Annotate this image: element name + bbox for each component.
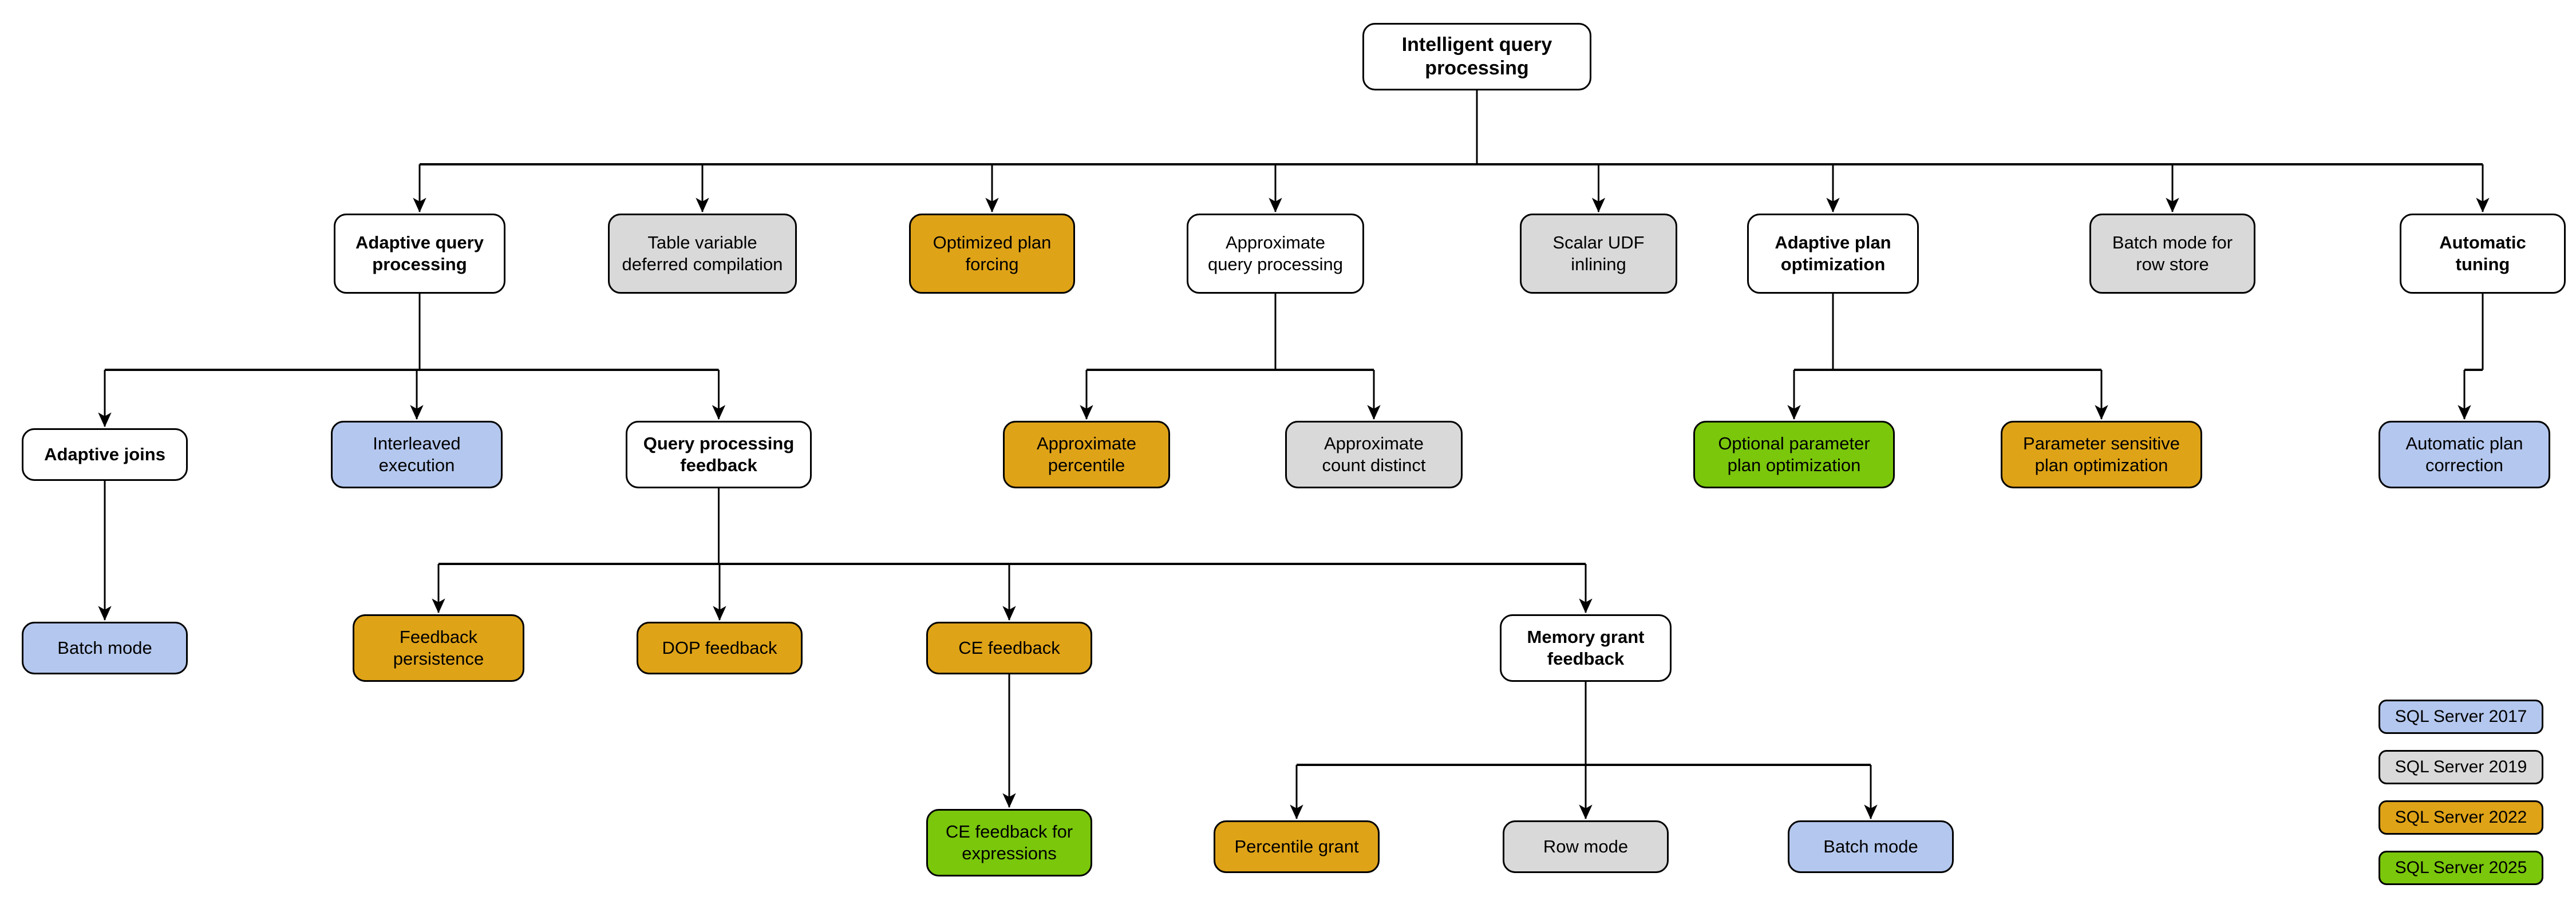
- node-query-processing-feedback: Query processing feedback: [626, 421, 812, 488]
- node-label: Adaptive query processing: [355, 232, 484, 274]
- node-label: Scalar UDF inlining: [1552, 232, 1645, 274]
- node-label: Adaptive plan optimization: [1775, 232, 1891, 274]
- node-adaptive-joins: Adaptive joins: [22, 428, 188, 481]
- node-approximate-percentile: Approximate percentile: [1003, 421, 1170, 488]
- legend-label: SQL Server 2017: [2395, 707, 2527, 726]
- legend-sql-server-2017: SQL Server 2017: [2379, 700, 2543, 734]
- node-table-variable-deferred-compilation: Table variable deferred compilation: [608, 214, 797, 294]
- node-root: Intelligent query processing: [1362, 23, 1591, 90]
- node-row-mode: Row mode: [1503, 820, 1669, 873]
- node-label: Feedback persistence: [393, 627, 484, 669]
- node-approximate-count-distinct: Approximate count distinct: [1285, 421, 1463, 488]
- node-label: Intelligent query processing: [1401, 33, 1552, 79]
- node-adaptive-query-processing: Adaptive query processing: [334, 214, 505, 294]
- node-label: Parameter sensitive plan optimization: [2023, 433, 2180, 475]
- node-batch-mode-adaptive-joins: Batch mode: [22, 622, 188, 674]
- node-label: Approximate query processing: [1207, 232, 1344, 274]
- legend-sql-server-2022: SQL Server 2022: [2379, 800, 2543, 835]
- node-label: Automatic tuning: [2439, 232, 2526, 274]
- legend-sql-server-2019: SQL Server 2019: [2379, 750, 2543, 784]
- node-optimized-plan-forcing: Optimized plan forcing: [909, 214, 1075, 294]
- node-automatic-tuning: Automatic tuning: [2400, 214, 2566, 294]
- node-batch-mode-for-row-store: Batch mode for row store: [2089, 214, 2255, 294]
- node-label: Optimized plan forcing: [933, 232, 1052, 274]
- legend-label: SQL Server 2019: [2395, 757, 2527, 776]
- legend-label: SQL Server 2022: [2395, 808, 2527, 827]
- node-memory-grant-feedback: Memory grant feedback: [1500, 614, 1672, 682]
- node-optional-parameter-plan-optimization: Optional parameter plan optimization: [1693, 421, 1895, 488]
- node-label: Query processing feedback: [643, 433, 795, 475]
- node-percentile-grant: Percentile grant: [1214, 820, 1380, 873]
- node-ce-feedback-for-expressions: CE feedback for expressions: [926, 809, 1092, 876]
- node-scalar-udf-inlining: Scalar UDF inlining: [1520, 214, 1677, 294]
- node-label: Adaptive joins: [44, 444, 165, 465]
- node-parameter-sensitive-plan-optimization: Parameter sensitive plan optimization: [2001, 421, 2202, 488]
- node-automatic-plan-correction: Automatic plan correction: [2379, 421, 2550, 488]
- node-label: Batch mode for row store: [2112, 232, 2233, 274]
- node-label: Automatic plan correction: [2405, 433, 2523, 475]
- legend-sql-server-2025: SQL Server 2025: [2379, 851, 2543, 885]
- node-label: Percentile grant: [1234, 836, 1359, 857]
- node-dop-feedback: DOP feedback: [637, 622, 803, 674]
- node-label: DOP feedback: [662, 638, 777, 658]
- node-label: Interleaved execution: [373, 433, 461, 475]
- node-approximate-query-processing: Approximate query processing: [1187, 214, 1364, 294]
- node-feedback-persistence: Feedback persistence: [353, 614, 524, 682]
- node-label: Optional parameter plan optimization: [1718, 433, 1870, 475]
- node-label: Batch mode: [57, 638, 152, 658]
- legend-label: SQL Server 2025: [2395, 858, 2527, 877]
- node-label: CE feedback: [958, 638, 1060, 658]
- node-label: CE feedback for expressions: [945, 822, 1073, 863]
- node-batch-mode-memory-grant: Batch mode: [1788, 820, 1954, 873]
- node-label: Approximate percentile: [1036, 433, 1137, 475]
- node-label: Batch mode: [1823, 836, 1918, 857]
- node-label: Memory grant feedback: [1527, 627, 1645, 669]
- node-adaptive-plan-optimization: Adaptive plan optimization: [1747, 214, 1919, 294]
- node-interleaved-execution: Interleaved execution: [331, 421, 503, 488]
- node-ce-feedback: CE feedback: [926, 622, 1092, 674]
- node-label: Row mode: [1543, 836, 1629, 857]
- node-label: Approximate count distinct: [1322, 433, 1426, 475]
- node-label: Table variable deferred compilation: [622, 232, 783, 274]
